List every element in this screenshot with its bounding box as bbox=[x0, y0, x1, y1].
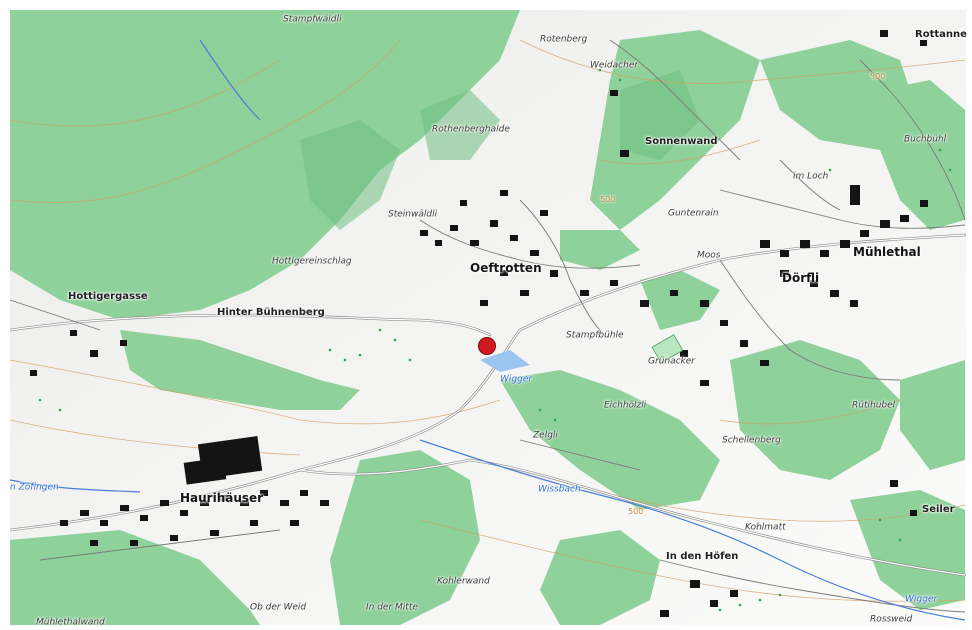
location-dot-icon[interactable] bbox=[478, 337, 496, 355]
place-label-haurihaeuser[interactable]: Haurihäuser bbox=[180, 491, 264, 505]
place-label-muehlethalwand[interactable]: Mühlethalwand bbox=[36, 617, 105, 628]
place-label-steinwaldli[interactable]: Steinwäldli bbox=[388, 209, 438, 220]
place-label-kohlerwand[interactable]: Kohlerwand bbox=[437, 576, 490, 587]
place-label-indenhoefen[interactable]: In den Höfen bbox=[666, 551, 739, 562]
place-label-zelgli[interactable]: Zelgli bbox=[533, 430, 558, 441]
building-layer bbox=[30, 30, 928, 617]
place-label-oeftrotten[interactable]: Oeftrotten bbox=[470, 261, 542, 275]
place-label-wiggerbach[interactable]: Wigger bbox=[500, 374, 533, 385]
place-label-gruenacker[interactable]: Grünacker bbox=[648, 356, 695, 367]
place-label-stampfwaldli[interactable]: Stampfwäldli bbox=[283, 14, 342, 25]
contour-label: 500 bbox=[870, 72, 886, 81]
place-label-rothenberghalde[interactable]: Rothenberghalde bbox=[432, 124, 510, 135]
place-label-hinterbuehnenberg[interactable]: Hinter Bühnenberg bbox=[217, 307, 325, 318]
place-label-kohlmatt[interactable]: Kohlmatt bbox=[745, 522, 786, 533]
place-label-wigger-east[interactable]: Wigger bbox=[905, 594, 938, 605]
map-frame-bottom bbox=[0, 625, 972, 630]
map-frame-left bbox=[0, 0, 10, 630]
place-label-rossweid[interactable]: Rossweid bbox=[870, 614, 913, 625]
tree-dots-layer bbox=[38, 68, 952, 612]
place-label-guntenrain[interactable]: Guntenrain bbox=[668, 208, 719, 219]
sports-field bbox=[651, 334, 684, 364]
place-label-moos[interactable]: Moos bbox=[697, 250, 721, 261]
place-label-rotenberg[interactable]: Rotenberg bbox=[540, 34, 588, 45]
place-label-eichhoelzli[interactable]: Eichhölzli bbox=[604, 400, 647, 411]
forest-shade-layer bbox=[300, 70, 700, 230]
contour-label: 500 bbox=[600, 195, 616, 204]
place-label-indermitte[interactable]: In der Mitte bbox=[366, 602, 418, 613]
place-label-hottigereinschlag[interactable]: Hottigereinschlag bbox=[272, 256, 352, 267]
road-inner-layer bbox=[9, 234, 966, 576]
water-layer bbox=[9, 39, 966, 621]
place-label-seiler[interactable]: Seiler bbox=[922, 504, 955, 515]
place-label-obderweid[interactable]: Ob der Weid bbox=[250, 602, 307, 613]
map-frame-top bbox=[0, 0, 972, 10]
map-frame-right bbox=[966, 0, 972, 630]
forest-layer bbox=[10, 10, 965, 625]
contour-label: 500 bbox=[628, 507, 644, 516]
place-label-doerfli[interactable]: Dörfli bbox=[782, 271, 820, 285]
minor-road-layer bbox=[9, 39, 966, 613]
place-label-hottigergasse[interactable]: Hottigergasse bbox=[68, 291, 148, 302]
place-label-weidacher[interactable]: Weidacher bbox=[590, 60, 639, 71]
place-label-sonnenwand[interactable]: Sonnenwand bbox=[645, 136, 718, 147]
contour-layer bbox=[9, 39, 966, 602]
place-label-zofingen[interactable]: n Zofingen bbox=[10, 482, 59, 493]
place-label-rottanne[interactable]: Rottanne bbox=[915, 29, 967, 40]
place-label-buchbuehl[interactable]: Buchbühl bbox=[904, 134, 947, 145]
pond bbox=[480, 350, 530, 372]
place-label-muehlethal[interactable]: Mühlethal bbox=[853, 245, 921, 259]
place-label-stampfbuehle[interactable]: Stampfbühle bbox=[566, 330, 624, 341]
place-label-rutihubel[interactable]: Rütihubel bbox=[852, 400, 896, 411]
place-label-schellenberg[interactable]: Schellenberg bbox=[722, 435, 781, 446]
place-label-imloch[interactable]: im Loch bbox=[793, 171, 829, 182]
place-label-wissbach[interactable]: Wissbach bbox=[538, 484, 581, 495]
